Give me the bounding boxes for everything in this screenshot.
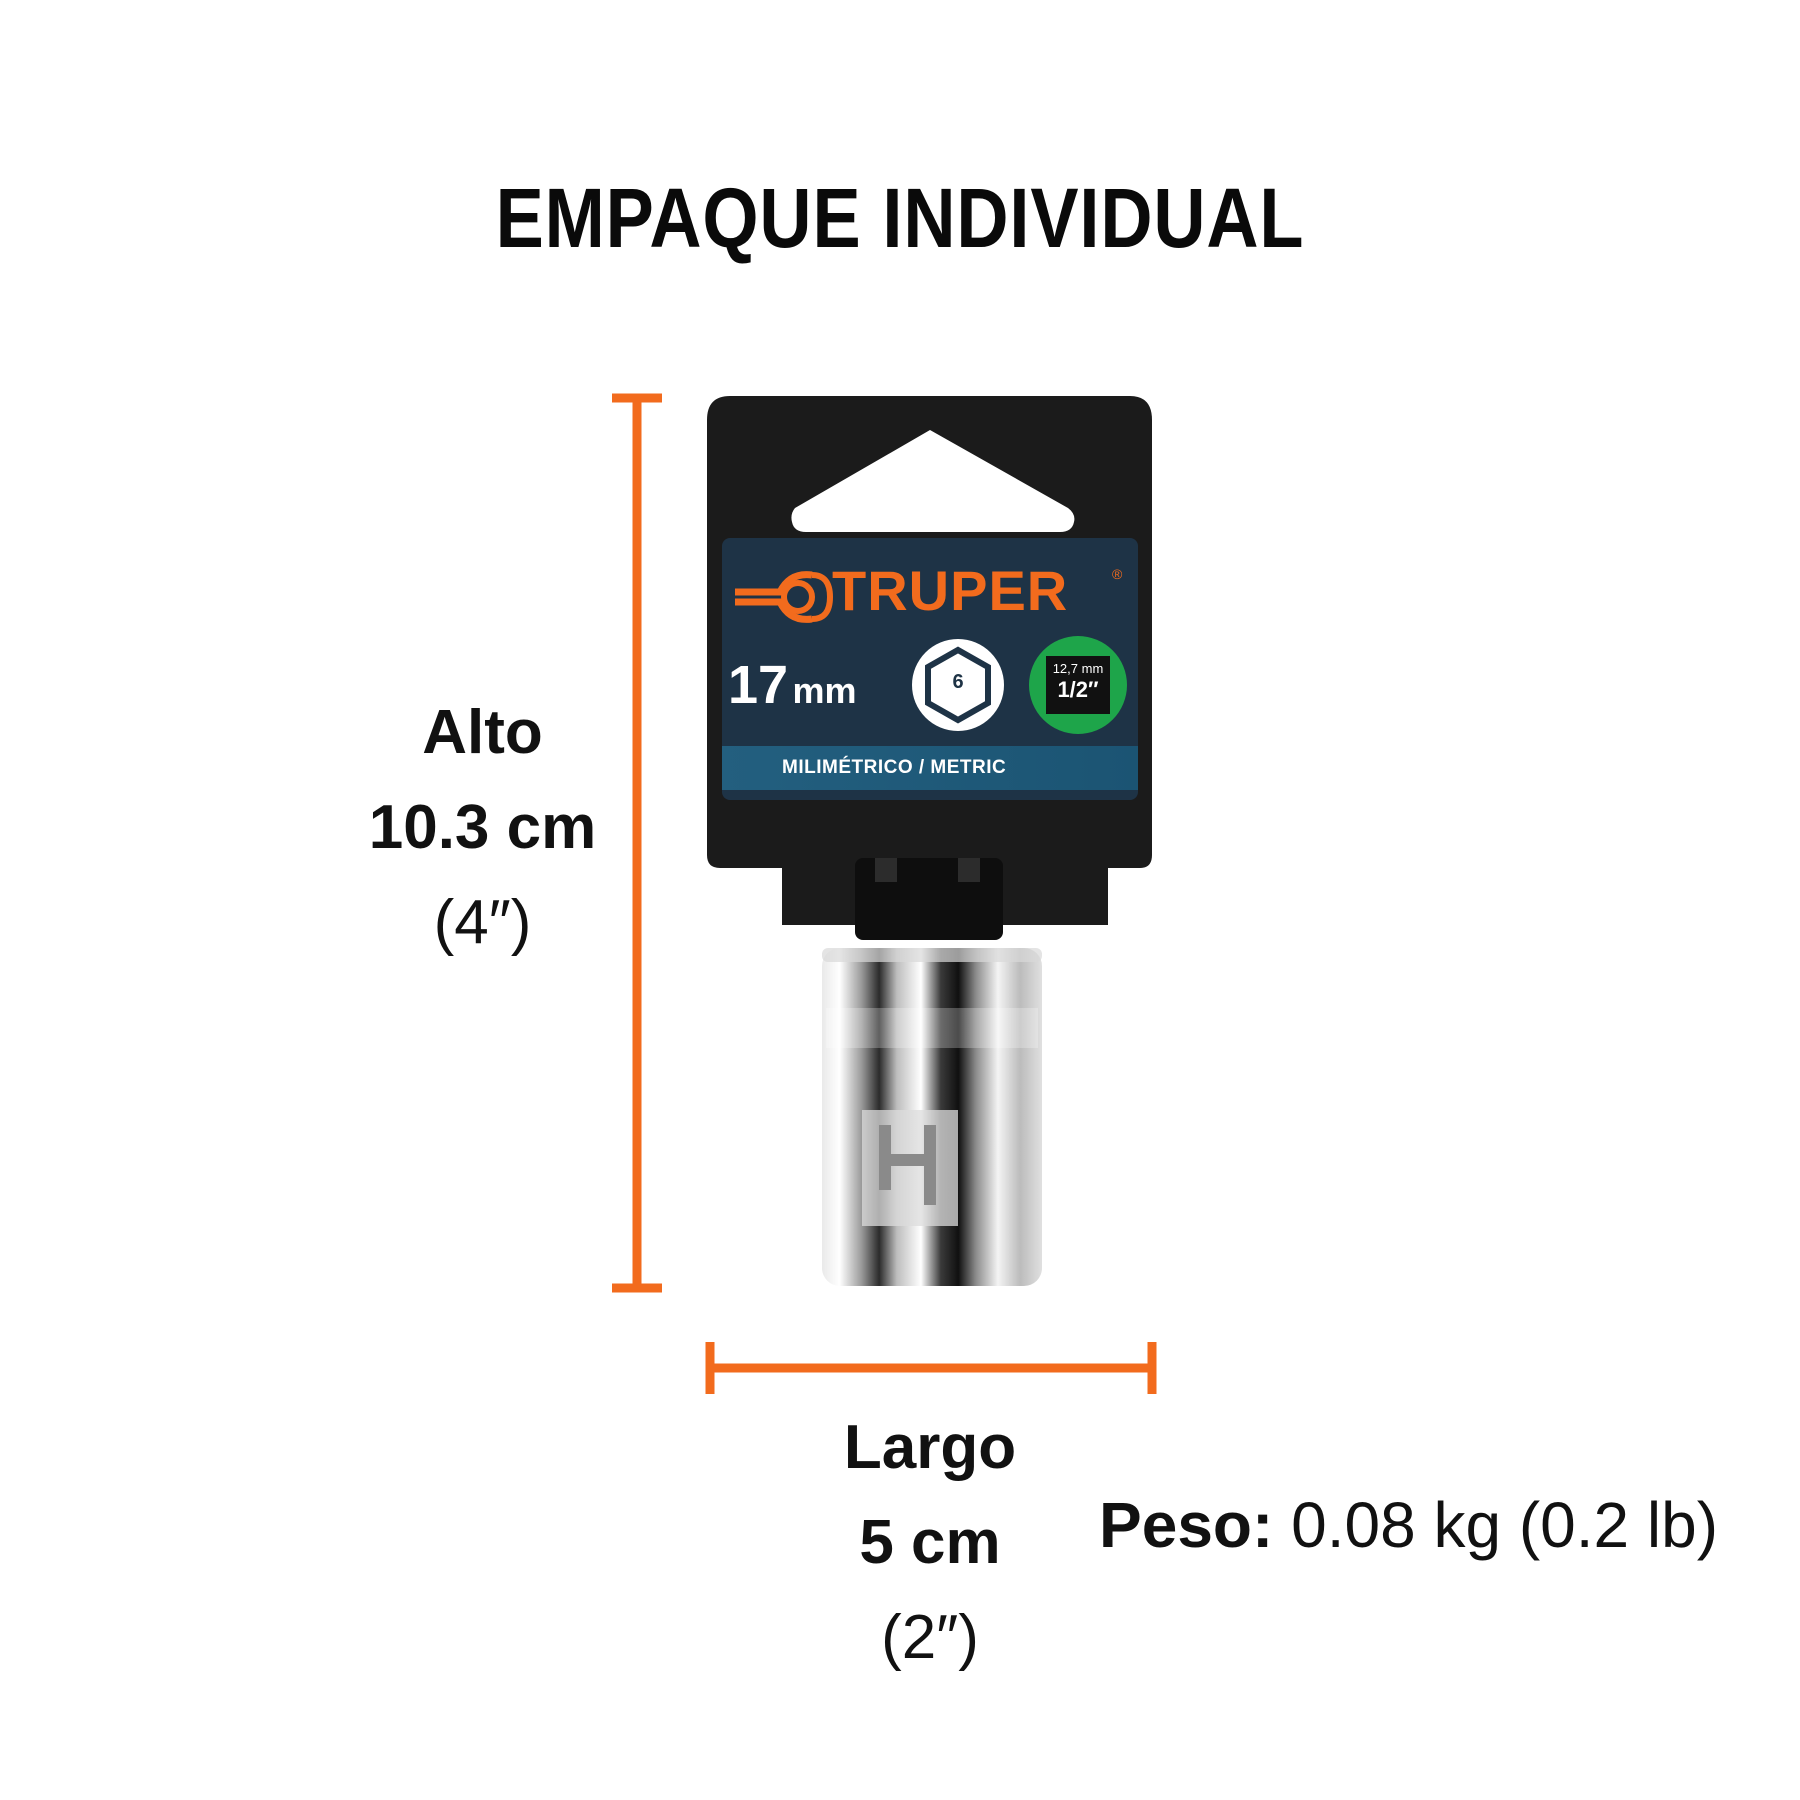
drive-size-imperial: 1/2″ xyxy=(1057,677,1099,702)
socket-size-value: 17 xyxy=(728,655,789,715)
chrome-socket-icon xyxy=(822,948,1042,1286)
length-dimension-label: Largo 5 cm (2″) xyxy=(780,1400,1080,1685)
drive-size: 12,7 mm 1/2″ xyxy=(1046,660,1110,701)
points-count: 6 xyxy=(952,671,964,693)
length-label: Largo xyxy=(843,1413,1017,1482)
socket-size-unit: mm xyxy=(792,670,857,711)
brand-wordmark: TRUPER xyxy=(832,559,1069,622)
weight-value: 0.08 kg (0.2 lb) xyxy=(1291,1489,1718,1561)
measurement-system: MILIMÉTRICO / METRIC xyxy=(782,757,1007,778)
height-label: Alto xyxy=(422,698,543,767)
length-metric: 5 cm xyxy=(859,1508,1001,1577)
page-title: EMPAQUE INDIVIDUAL xyxy=(495,171,1305,265)
product-label xyxy=(722,538,1138,800)
length-imperial: (2″) xyxy=(881,1603,979,1672)
registered-mark: ® xyxy=(1112,566,1123,582)
drive-size-metric: 12,7 mm xyxy=(1052,661,1104,676)
height-dimension-label: Alto 10.3 cm (4″) xyxy=(360,685,605,970)
socket-size: 17 mm xyxy=(728,654,857,716)
height-metric: 10.3 cm xyxy=(368,793,597,862)
weight-label: Peso: xyxy=(1099,1489,1274,1561)
weight-info: Peso: 0.08 kg (0.2 lb) xyxy=(1099,1488,1718,1562)
square-drive-icon xyxy=(1029,636,1127,734)
height-imperial: (4″) xyxy=(433,888,532,957)
hexagon-points-icon xyxy=(912,639,1004,731)
truper-logo-icon xyxy=(735,571,834,623)
